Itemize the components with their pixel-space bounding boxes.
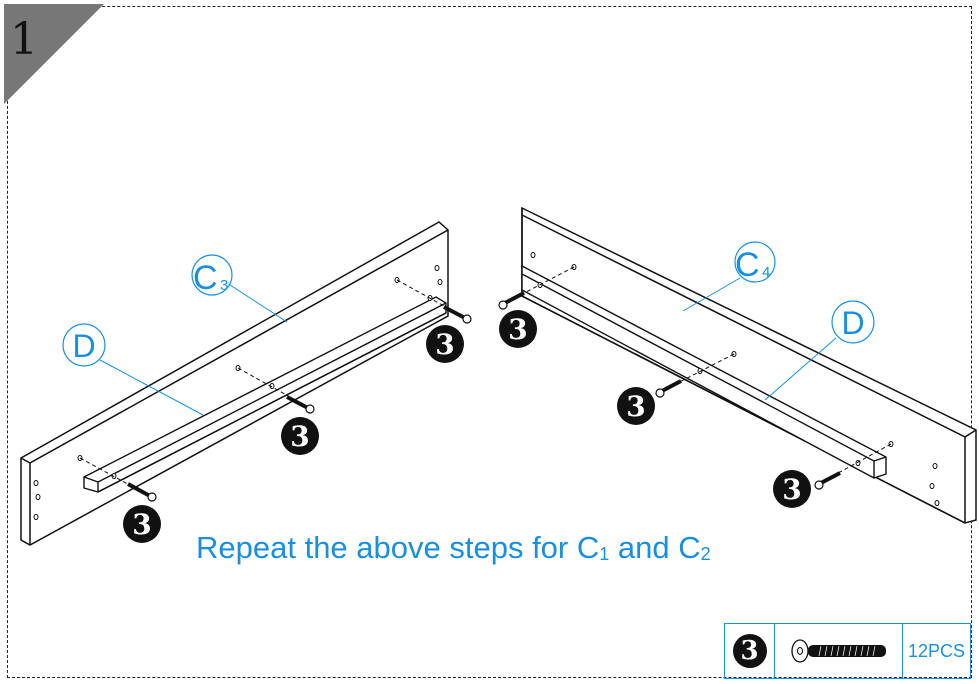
svg-text:3: 3	[626, 390, 645, 423]
badge-3: 3	[732, 634, 767, 668]
svg-text:4: 4	[762, 264, 770, 281]
badge-3: 3	[123, 505, 161, 543]
screw-icon	[127, 482, 157, 502]
svg-text:3: 3	[220, 277, 228, 294]
svg-text:D: D	[72, 328, 95, 364]
parts-table: 3 12PCS	[724, 623, 971, 679]
screw-icon	[814, 471, 841, 490]
rail-d-right	[521, 264, 887, 479]
svg-text:C: C	[193, 259, 218, 297]
panel-c3	[20, 221, 449, 546]
holes-left	[33, 265, 443, 520]
label-c4: C 4	[734, 241, 776, 284]
step-corner-tab	[4, 4, 104, 104]
label-leaders	[99, 277, 837, 416]
badge-3: 3	[773, 470, 811, 508]
badge-3: 3	[281, 417, 319, 455]
svg-text:D: D	[841, 305, 864, 341]
badge-3: 3	[499, 310, 537, 348]
svg-text:3: 3	[508, 313, 527, 346]
label-c3: C 3	[191, 254, 233, 297]
svg-text:3: 3	[435, 328, 454, 361]
parts-quantity: 12PCS	[907, 640, 966, 661]
assembly-step-frame	[7, 6, 972, 678]
svg-text:C: C	[735, 246, 760, 284]
rail-d-left	[83, 296, 447, 493]
screw-icon	[790, 639, 886, 663]
screw-icon	[498, 291, 525, 310]
label-d-right: D	[831, 300, 875, 344]
step-number: 1	[10, 14, 38, 65]
screw-icon	[443, 305, 472, 324]
screw-icon	[655, 379, 682, 398]
screw-icon	[286, 395, 315, 414]
label-d-left: D	[62, 323, 106, 367]
repeat-instruction: Repeat the above steps for C1 and C2	[196, 530, 711, 565]
parts-badge-cell: 3	[725, 624, 775, 678]
badge-3: 3	[617, 387, 655, 425]
parts-screw-cell	[775, 624, 903, 678]
svg-text:3: 3	[290, 420, 309, 453]
svg-text:3: 3	[782, 473, 801, 506]
svg-text:3: 3	[132, 508, 151, 541]
badge-3: 3	[426, 325, 464, 363]
holes-right	[530, 252, 940, 506]
